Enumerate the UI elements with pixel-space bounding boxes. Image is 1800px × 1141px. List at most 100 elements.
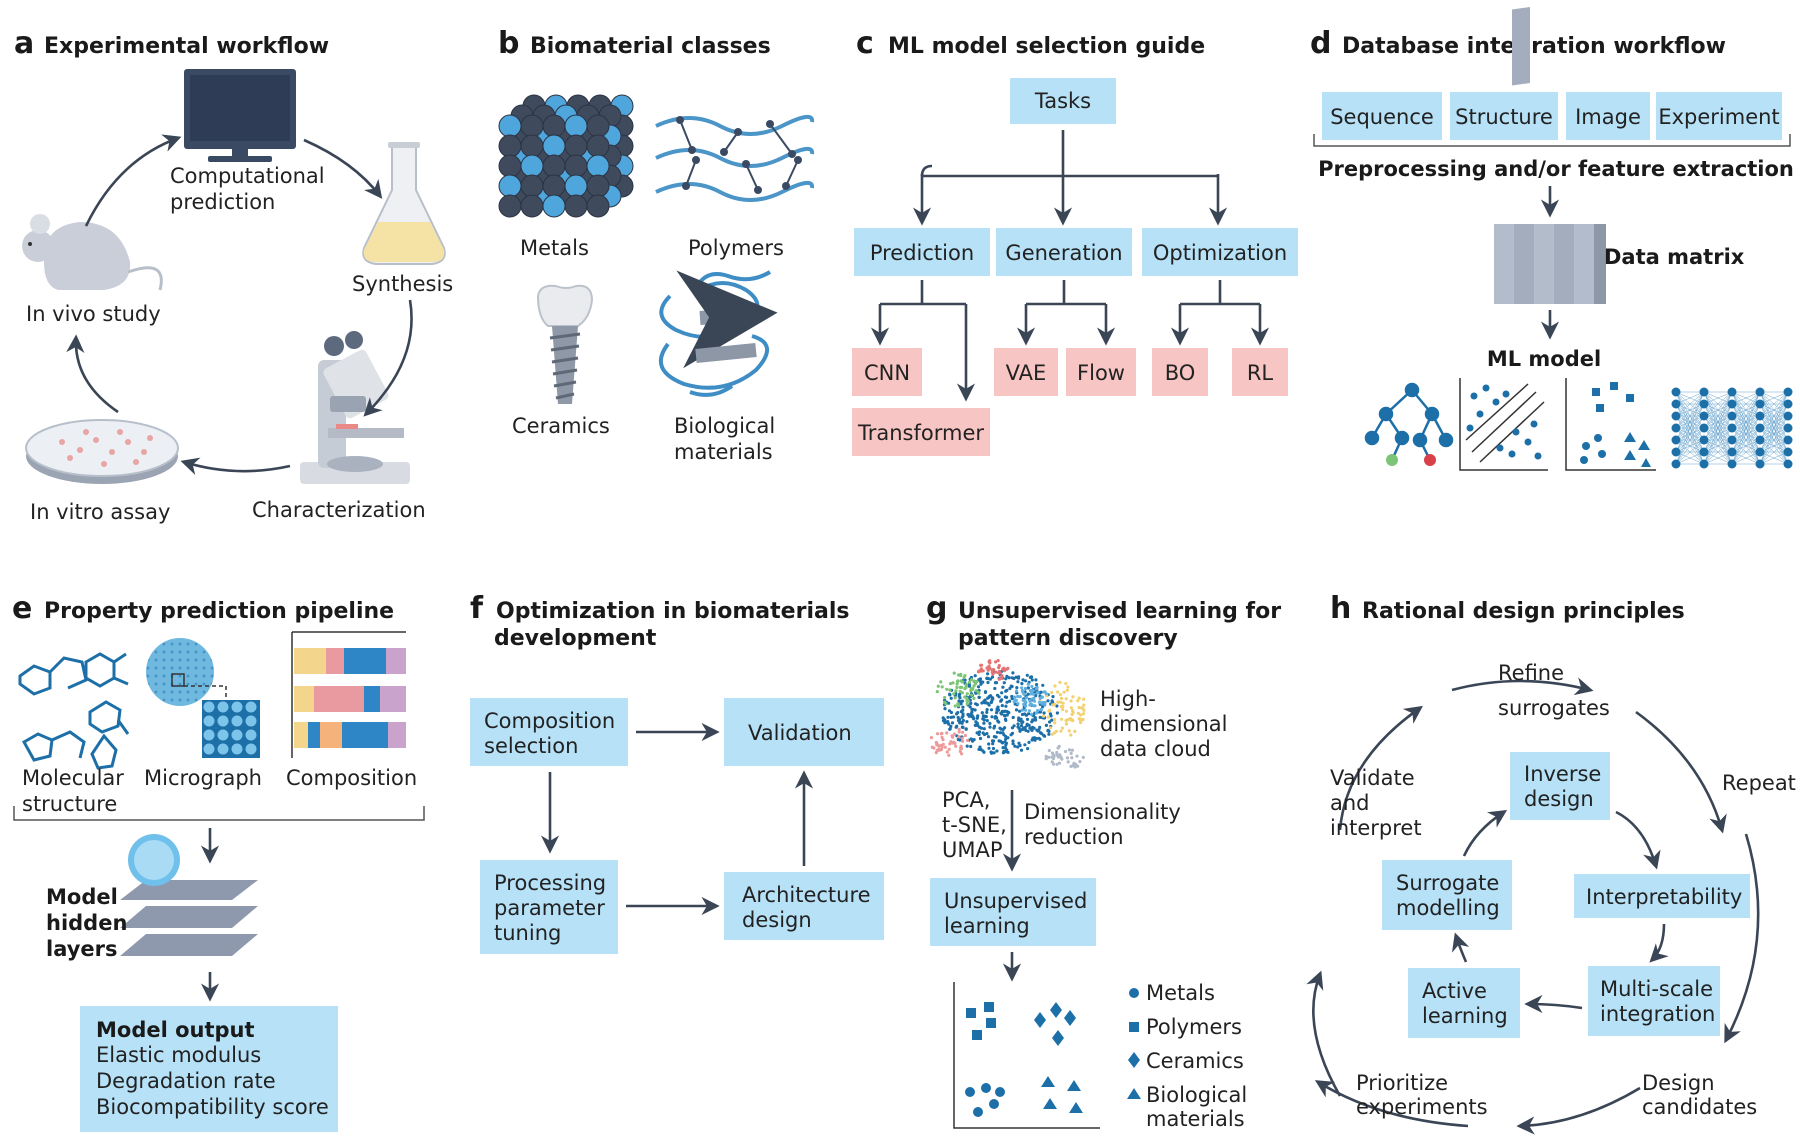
architecture-label-1: Architecture [742,883,871,907]
label-metals: Metals [520,236,589,260]
source-experiment-label: Experiment [1658,105,1779,129]
mouse-icon [22,214,163,291]
method-pca: PCA, [942,788,990,812]
legend-materials: materials [1146,1107,1245,1131]
source-structure-box [1450,92,1558,140]
panel-title-f2: development [494,626,657,651]
label-micrograph: Micrograph [144,766,262,790]
panel-a: a Experimental workflow Computational pr… [14,26,453,524]
panel-letter-g: g [926,591,947,626]
source-sequence-box [1322,92,1442,140]
microscope-icon [300,331,410,484]
svm-plot-icon [1459,378,1548,471]
panel-c: c ML model selection guide Tasks Predict… [852,26,1298,456]
label-computational: Computational [170,164,325,188]
method-umap: UMAP [942,838,1003,862]
validation-box [724,698,884,766]
label-characterization: Characterization [252,498,426,522]
cluster-legend [1127,988,1141,1099]
outer-experiments: experiments [1356,1095,1488,1119]
legend-metals: Metals [1146,981,1215,1005]
panel-f: f Optimization in biomaterials developme… [470,591,884,954]
outer-interpret: interpret [1330,816,1422,840]
panel-title-b: Biomaterial classes [530,34,771,59]
tasks-label: Tasks [1034,89,1091,113]
cluster-plot-icon [953,982,1100,1129]
panel-title-d: Database integration workflow [1342,34,1726,59]
neural-network-icon [1671,387,1793,469]
active-label-2: learning [1422,1004,1508,1028]
validation-label: Validation [748,721,852,745]
outer-candidates: candidates [1642,1095,1757,1119]
legend-square-icon [1129,1022,1139,1032]
vae-box [994,348,1058,396]
label-biological: Biological [674,414,775,438]
unsupervised-label-2: learning [944,914,1030,938]
generation-label: Generation [1005,241,1122,265]
decision-tree-icon [1364,382,1454,466]
prediction-label: Prediction [870,241,974,265]
panel-e: e Property prediction pipeline Molecular… [12,591,425,1132]
method-tsne: t-SNE, [942,813,1007,837]
outer-validate: Validate [1330,766,1415,790]
protein-structure-icon [658,270,778,397]
legend-circle-icon [1129,988,1139,998]
processing-label-1: Processing [494,871,606,895]
output-elastic-modulus: Elastic modulus [96,1043,261,1067]
vae-label: VAE [1006,361,1047,385]
label-structure: structure [22,792,117,816]
label-polymers: Polymers [688,236,784,260]
tasks-box [1010,78,1116,124]
panel-b: b Biomaterial classes Metals Polymers [498,26,815,464]
multiscale-box [1588,966,1720,1036]
reduction-label-1: Dimensionality [1024,800,1181,824]
outer-design: Design [1642,1071,1715,1095]
panel-title-f1: Optimization in biomaterials [496,599,849,624]
legend-biological: Biological [1146,1083,1247,1107]
panel-title-g1: Unsupervised learning for [958,599,1281,624]
metal-lattice-icon [498,94,634,218]
surrogate-modelling-box [1382,860,1512,930]
architecture-label-2: design [742,908,812,932]
cnn-label: CNN [864,361,910,385]
micrograph-icon [146,638,260,758]
legend-diamond-icon [1128,1052,1140,1068]
data-matrix-label: Data matrix [1604,245,1745,269]
outer-refine: Refine [1498,661,1564,685]
hidden-label-layers: layers [46,937,118,961]
output-degradation-rate: Degradation rate [96,1069,276,1093]
dental-implant-icon [536,284,594,404]
active-learning-box [1408,968,1520,1038]
interpretability-label: Interpretability [1586,885,1742,909]
legend-triangle-icon [1127,1088,1141,1099]
petri-dish-icon [25,419,179,484]
optimization-label: Optimization [1153,241,1287,265]
source-sequence-label: Sequence [1330,105,1434,129]
composition-selection-box [470,698,628,766]
inverse-label-1: Inverse [1524,762,1601,786]
outer-prioritize: Prioritize [1356,1071,1448,1095]
surrogate-label-1: Surrogate [1396,871,1499,895]
panel-letter-h: h [1330,591,1351,626]
panel-title-g2: pattern discovery [958,626,1178,651]
interpretability-box [1574,874,1750,918]
polymer-network-icon [655,114,815,202]
panel-g: g Unsupervised learning for pattern disc… [926,591,1281,1131]
panel-letter-b: b [498,26,519,61]
panel-letter-e: e [12,591,32,626]
composition-bars-icon [291,631,406,758]
label-synthesis: Synthesis [352,272,453,296]
multiscale-label-1: Multi-scale [1600,977,1713,1001]
label-composition: Composition [286,766,417,790]
processing-label-2: parameter [494,896,605,920]
label-molecular: Molecular [22,766,124,790]
source-image-box [1566,92,1650,140]
preprocess-label: Preprocessing and/or feature extraction [1318,157,1794,181]
rl-label: RL [1247,361,1274,385]
prediction-box [854,228,990,276]
flow-label: Flow [1077,361,1125,385]
outer-surrogates: surrogates [1498,696,1610,720]
hidden-label-model: Model [46,885,118,909]
label-in-vitro: In vitro assay [30,500,170,524]
